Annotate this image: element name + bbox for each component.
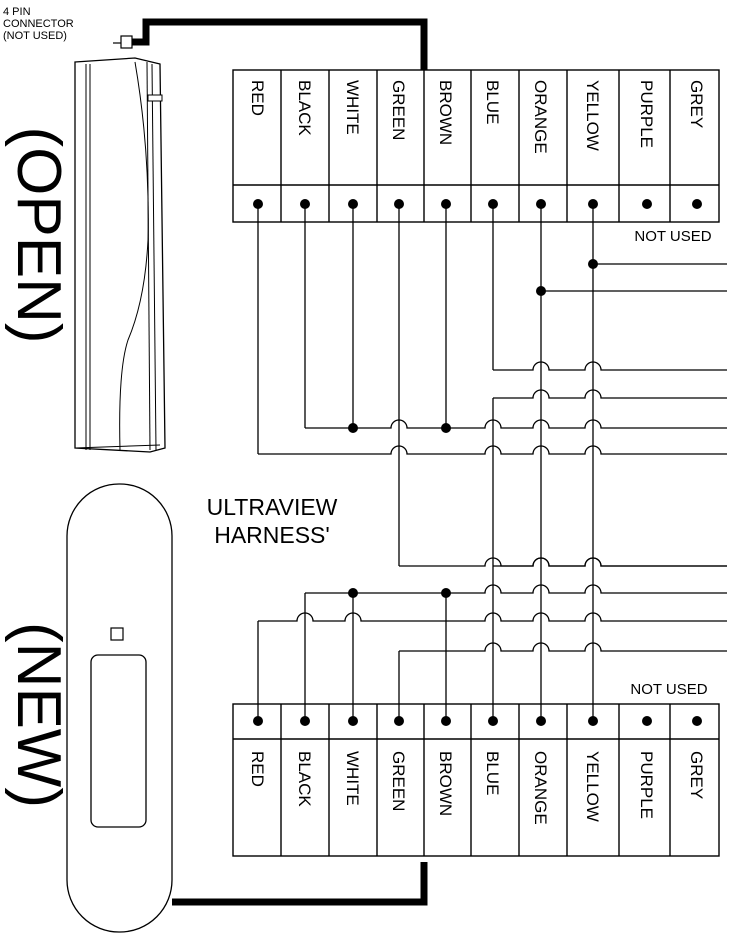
bottom-terminal-label-blue: BLUE [483, 751, 502, 795]
top-terminal-label-red: RED [248, 80, 267, 116]
top-terminal-block: RED BLACK WHITE GREEN BROWN BLUE ORANGE YELLOW P… [232, 69, 720, 223]
wire-run-aux [493, 389, 727, 399]
top-terminal-label-brown: BROWN [436, 80, 455, 145]
top-dot-blue [488, 199, 498, 209]
top-dot-orange [536, 199, 546, 209]
bottom-dot-red [253, 716, 263, 726]
bottom-terminal-label-grey: GREY [687, 751, 706, 799]
bottom-dot-black [300, 716, 310, 726]
top-terminal-label-white: WHITE [343, 80, 362, 135]
top-dot-brown [441, 199, 451, 209]
bottom-terminal-label-red: RED [248, 751, 267, 787]
side-label-bottom: (NEW) [4, 622, 73, 808]
led-square-icon [110, 627, 124, 641]
wire-run-green [399, 557, 727, 567]
junction-white [348, 423, 358, 433]
junction-orange [536, 286, 546, 296]
wire-run-black-lower [305, 584, 727, 594]
top-device [74, 57, 166, 453]
device-window [90, 654, 147, 828]
bottom-terminal-label-black: BLACK [295, 751, 314, 807]
terminal-dots [253, 199, 702, 726]
connector-note: 4 PIN CONNECTOR (NOT USED) [3, 6, 74, 42]
top-terminal-label-yellow: YELLOW [583, 80, 602, 151]
bottom-dot-yellow [588, 716, 598, 726]
wire-run-green-lower [399, 642, 727, 652]
top-terminal-label-grey: GREY [687, 80, 706, 128]
harness-label-line-1: ULTRAVIEW [207, 494, 338, 520]
bottom-terminal-label-yellow: YELLOW [583, 751, 602, 822]
top-terminal-label-blue: BLUE [483, 80, 502, 124]
bottom-terminal-block: RED BLACK WHITE GREEN BROWN BLUE ORANGE YELLOW P… [232, 703, 720, 857]
four-pin-connector [120, 35, 133, 49]
top-terminal-label-orange: ORANGE [531, 80, 550, 154]
top-terminal-label-purple: PURPLE [637, 80, 656, 148]
top-dot-green [394, 199, 404, 209]
top-dot-yellow [588, 199, 598, 209]
top-dot-black [300, 199, 310, 209]
junction-brown [441, 423, 451, 433]
top-dot-purple [642, 199, 652, 209]
bottom-device [66, 483, 173, 933]
not-used-label-bottom: NOT USED [630, 681, 707, 698]
bottom-dot-white [348, 716, 358, 726]
wire-run-red [258, 445, 727, 455]
top-terminal-label-black: BLACK [295, 80, 314, 136]
top-terminal-label-green: GREEN [389, 80, 408, 140]
top-cable [132, 18, 428, 70]
wire-run-blue [493, 361, 727, 371]
connector-note-line-1: 4 PIN [3, 6, 31, 18]
connector-note-line-3: (NOT USED) [3, 30, 67, 42]
bottom-terminal-label-brown: BROWN [436, 751, 455, 816]
bottom-terminal-label-orange: ORANGE [531, 751, 550, 825]
bottom-dot-grey [692, 716, 702, 726]
bottom-dot-brown [441, 716, 451, 726]
harness-wires [257, 204, 727, 721]
top-dot-red [253, 199, 263, 209]
bottom-terminal-label-purple: PURPLE [637, 751, 656, 819]
bottom-dot-blue [488, 716, 498, 726]
bottom-cable [172, 862, 428, 906]
bottom-dot-orange [536, 716, 546, 726]
wire-run-blue-lower [493, 557, 727, 567]
side-label-top: (OPEN) [4, 127, 73, 344]
junction-brown-lower [441, 588, 451, 598]
bottom-dot-green [394, 716, 404, 726]
junction-yellow [588, 259, 598, 269]
bottom-dot-purple [642, 716, 652, 726]
bottom-terminal-label-white: WHITE [343, 751, 362, 806]
bottom-terminal-label-green: GREEN [389, 751, 408, 811]
harness-label-line-2: HARNESS' [214, 522, 330, 548]
top-dot-grey [692, 199, 702, 209]
wire-run-black [305, 419, 727, 429]
junction-white-lower [348, 588, 358, 598]
not-used-label-top: NOT USED [634, 228, 711, 245]
connector-note-line-2: CONNECTOR [3, 18, 74, 30]
top-dot-white [348, 199, 358, 209]
wire-run-red-lower [258, 612, 727, 622]
